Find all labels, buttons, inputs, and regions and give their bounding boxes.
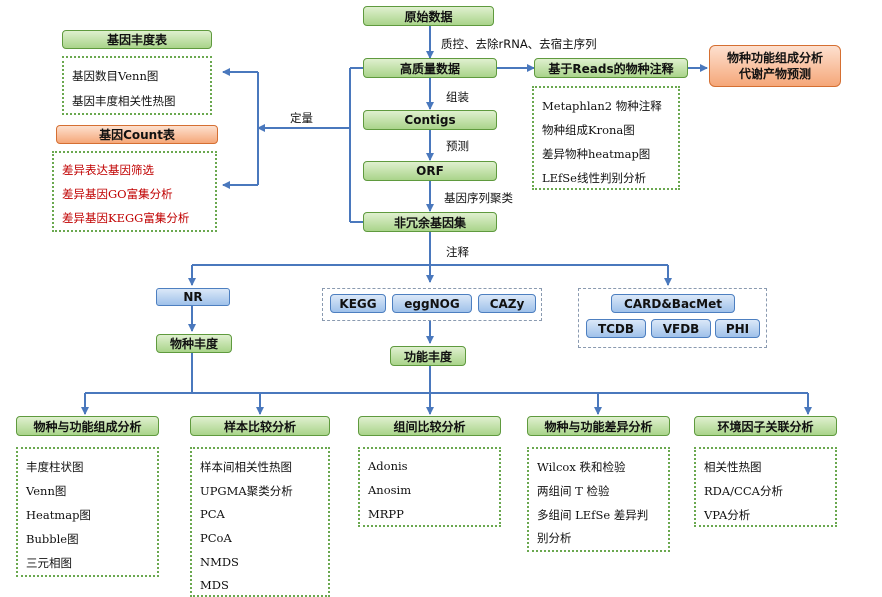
gene-abundance-item: 基因丰度相关性热图	[72, 94, 176, 108]
kegg-database-node: KEGG	[330, 294, 386, 313]
analysis-item: Adonis	[368, 459, 408, 473]
tcdb-database-node: TCDB	[586, 319, 646, 338]
analysis-item: 三元相图	[26, 556, 72, 570]
reads-item: Metaphlan2 物种注释	[542, 99, 662, 113]
analysis-environment-node: 环境因子关联分析	[694, 416, 837, 436]
reads-item: LEfSe线性判别分析	[542, 171, 646, 185]
reads-item: 物种组成Krona图	[542, 123, 635, 137]
qc-step-label: 质控、去除rRNA、去宿主序列	[441, 37, 597, 51]
reads-item: 差异物种heatmap图	[542, 147, 651, 161]
gene-count-item: 差异基因KEGG富集分析	[62, 211, 190, 225]
gene-count-item: 差异基因GO富集分析	[62, 187, 173, 201]
analysis-item: Bubble图	[26, 532, 79, 546]
nr-database-node: NR	[156, 288, 230, 306]
analysis-item: Wilcox 秩和检验	[537, 460, 626, 474]
analysis-item: RDA/CCA分析	[704, 484, 783, 498]
assembly-step-label: 组装	[446, 90, 469, 104]
analysis-item: Heatmap图	[26, 508, 91, 522]
prediction-step-label: 预测	[446, 139, 469, 153]
gene-count-list-box	[52, 151, 217, 232]
gene-abundance-table-node: 基因丰度表	[62, 30, 212, 49]
function-prediction-node: 物种功能组成分析 代谢产物预测	[709, 45, 841, 87]
analysis-item: UPGMA聚类分析	[200, 484, 293, 498]
analysis-item: Anosim	[368, 483, 412, 497]
analysis-item: 别分析	[537, 531, 572, 545]
analysis-item: VPA分析	[704, 508, 751, 522]
analysis-item: 相关性热图	[704, 460, 762, 474]
analysis-sample-comparison-list-box	[190, 447, 330, 597]
analysis-group-comparison-node: 组间比较分析	[358, 416, 501, 436]
analysis-item: 多组间 LEfSe 差异判	[537, 508, 649, 522]
analysis-item: MDS	[200, 578, 229, 592]
analysis-environment-list-box	[694, 447, 837, 527]
gene-abundance-item: 基因数目Venn图	[72, 69, 159, 83]
function-prediction-line1: 物种功能组成分析	[726, 51, 823, 65]
vfdb-database-node: VFDB	[651, 319, 711, 338]
analysis-item: PCoA	[200, 531, 232, 545]
analysis-composition-list-box	[16, 447, 159, 577]
function-prediction-line2: 代谢产物预测	[738, 67, 811, 81]
analysis-item: 丰度柱状图	[26, 460, 84, 474]
analysis-item: 样本间相关性热图	[200, 460, 292, 474]
analysis-item: NMDS	[200, 555, 239, 569]
clustering-step-label: 基因序列聚类	[444, 191, 513, 205]
analysis-item: MRPP	[368, 507, 404, 521]
analysis-item: PCA	[200, 507, 225, 521]
quantification-label: 定量	[290, 111, 313, 125]
analysis-composition-node: 物种与功能组成分析	[16, 416, 159, 436]
cazy-database-node: CAZy	[478, 294, 536, 313]
orf-node: ORF	[363, 161, 497, 181]
annotation-step-label: 注释	[446, 245, 469, 259]
raw-data-node: 原始数据	[363, 6, 494, 26]
phi-database-node: PHI	[715, 319, 760, 338]
analysis-differential-node: 物种与功能差异分析	[527, 416, 670, 436]
reads-annotation-node: 基于Reads的物种注释	[534, 58, 688, 78]
contigs-node: Contigs	[363, 110, 497, 130]
analysis-item: Venn图	[26, 484, 67, 498]
nonredundant-gene-set-node: 非冗余基因集	[363, 212, 497, 232]
high-quality-data-node: 高质量数据	[363, 58, 497, 78]
gene-count-table-node: 基因Count表	[56, 125, 218, 144]
analysis-group-comparison-list-box	[358, 447, 501, 527]
analysis-item: 两组间 T 检验	[537, 484, 610, 498]
gene-abundance-list-box	[62, 56, 212, 115]
card-bacmet-database-node: CARD&BacMet	[611, 294, 735, 313]
eggnog-database-node: eggNOG	[392, 294, 472, 313]
analysis-sample-comparison-node: 样本比较分析	[190, 416, 330, 436]
reads-annotation-list-box	[532, 86, 680, 190]
function-abundance-node: 功能丰度	[390, 346, 466, 366]
species-abundance-node: 物种丰度	[156, 334, 232, 353]
analysis-differential-list-box	[527, 447, 670, 552]
gene-count-item: 差异表达基因筛选	[62, 163, 154, 177]
